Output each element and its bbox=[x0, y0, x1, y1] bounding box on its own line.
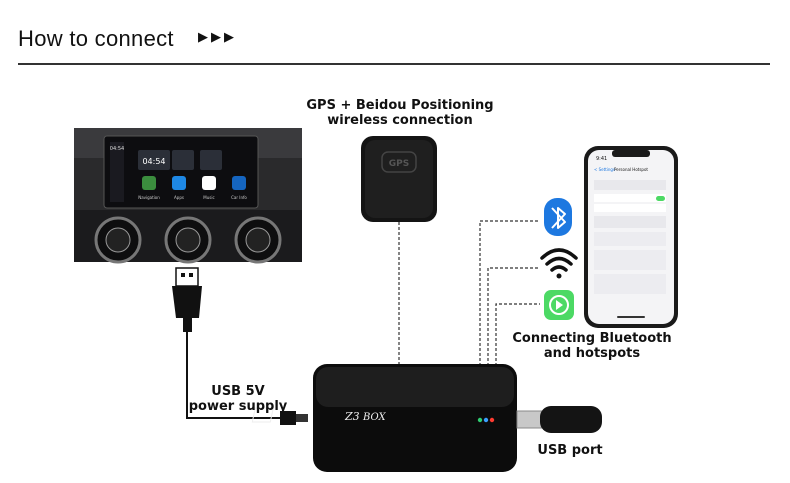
svg-text:Z3: Z3 bbox=[344, 410, 360, 423]
phone-image: 9:41 < Settings Personal Hotspot bbox=[584, 146, 678, 328]
svg-text:04:54: 04:54 bbox=[110, 146, 124, 152]
usb-power-label-line1: USB 5V bbox=[186, 384, 290, 399]
usb-power-label: USB 5V power supply bbox=[186, 384, 290, 414]
svg-text:Navigation: Navigation bbox=[138, 195, 160, 200]
gps-label-line2: wireless connection bbox=[300, 113, 500, 128]
carplay-icon bbox=[544, 290, 574, 320]
svg-text:Car Info: Car Info bbox=[231, 195, 247, 200]
bluetooth-icon bbox=[544, 198, 572, 236]
usb-plug-icon bbox=[172, 268, 202, 332]
svg-text:< Settings: < Settings bbox=[594, 167, 615, 172]
svg-text:9:41: 9:41 bbox=[596, 156, 607, 162]
svg-text:BOX: BOX bbox=[362, 412, 387, 423]
bluetooth-hotspot-label: Connecting Bluetooth and hotspots bbox=[512, 331, 672, 361]
bluetooth-label-line1: Connecting Bluetooth bbox=[512, 331, 672, 346]
svg-text:Apps: Apps bbox=[174, 195, 184, 200]
svg-text:Personal Hotspot: Personal Hotspot bbox=[614, 167, 648, 172]
svg-text:Music: Music bbox=[203, 195, 214, 200]
usb-power-label-line2: power supply bbox=[186, 399, 290, 414]
svg-text:GPS: GPS bbox=[389, 159, 409, 169]
gps-label-line1: GPS + Beidou Positioning bbox=[300, 98, 500, 113]
usb-drive-image bbox=[517, 406, 602, 433]
car-dashboard-image: 04:54 04:54 Navigation Apps Music Car In… bbox=[74, 128, 302, 262]
svg-text:04:54: 04:54 bbox=[142, 157, 165, 166]
gps-module-image: GPS bbox=[361, 136, 437, 222]
bluetooth-label-line2: and hotspots bbox=[512, 346, 672, 361]
usb-port-label: USB port bbox=[530, 443, 610, 458]
wifi-icon bbox=[542, 250, 576, 279]
gps-label: GPS + Beidou Positioning wireless connec… bbox=[300, 98, 500, 128]
